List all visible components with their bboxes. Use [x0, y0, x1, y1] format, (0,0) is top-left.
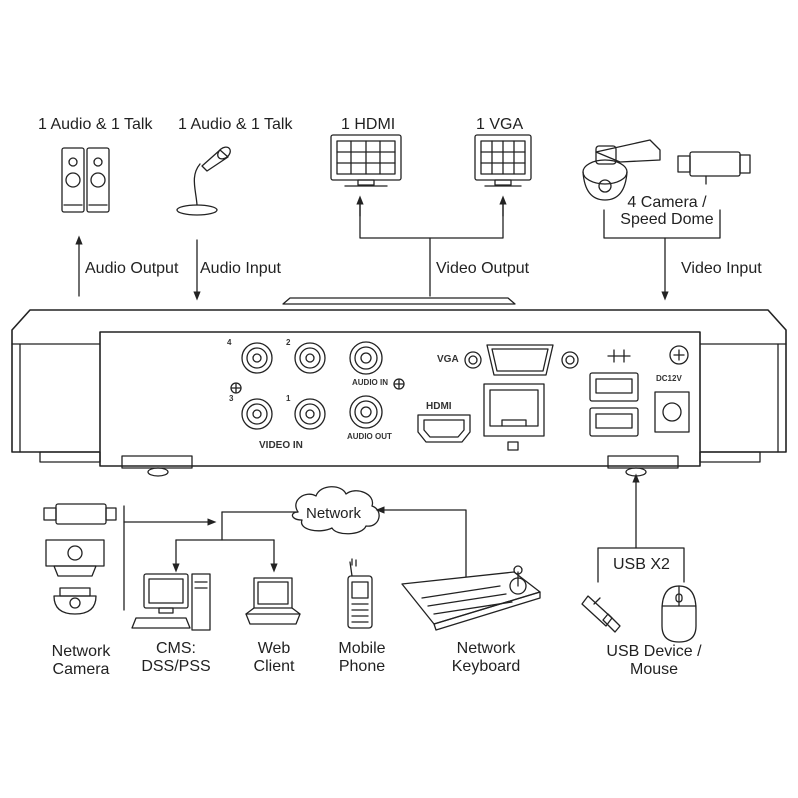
label-cms: CMS: DSS/PSS: [141, 640, 211, 675]
channel-1-label: 1: [286, 394, 291, 403]
speakers-icon: [61, 147, 110, 213]
label-hdmi: 1 HDMI: [341, 116, 396, 133]
label-network: Network: [306, 505, 362, 522]
video-in-bnc-ports: [230, 342, 326, 430]
camera-bracket: [603, 209, 721, 239]
network-cloud-icon: [291, 486, 380, 535]
audio-out-label: AUDIO OUT: [347, 432, 392, 441]
hdmi-monitor-icon: [330, 134, 402, 187]
network-keyboard-icon: [401, 565, 541, 631]
cms-computer-icon: [131, 573, 211, 631]
web-client-laptop-icon: [245, 577, 301, 625]
dc-power-label: DC12V: [656, 374, 682, 383]
channel-3-label: 3: [229, 394, 234, 403]
label-network-camera: Network Camera: [51, 643, 111, 678]
mobile-phone-icon: [347, 558, 373, 629]
label-audio-talk-output: 1 Audio & 1 Talk: [38, 116, 153, 133]
video-output-bracket: [359, 201, 504, 239]
label-video-input: Video Input: [681, 260, 762, 277]
channel-2-label: 2: [286, 338, 291, 347]
label-mobile-phone: Mobile Phone: [338, 640, 386, 675]
keyboard-network-line: [375, 506, 467, 585]
usb-bracket: [597, 547, 685, 583]
audio-in-label: AUDIO IN: [352, 378, 388, 387]
label-network-keyboard: Network Keyboard: [451, 640, 521, 675]
label-audio-input: Audio Input: [200, 260, 281, 277]
vga-port-label: VGA: [437, 354, 459, 365]
usb-stick-icon: [581, 595, 621, 633]
label-usb-device-mouse: USB Device / Mouse: [606, 643, 702, 678]
channel-4-label: 4: [227, 338, 232, 347]
mouse-icon: [661, 585, 697, 643]
label-web-client: Web Client: [253, 640, 295, 675]
ethernet-port: [483, 383, 545, 451]
vga-monitor-icon: [474, 134, 532, 187]
hdmi-port: [417, 414, 471, 443]
label-video-output: Video Output: [436, 260, 530, 277]
label-audio-output: Audio Output: [85, 260, 179, 277]
vga-port: [464, 344, 579, 376]
microphone-icon: [176, 146, 231, 216]
audio-rca-ports: [349, 341, 405, 429]
label-usb-x2: USB X2: [613, 556, 670, 573]
label-vga: 1 VGA: [476, 116, 524, 133]
box-camera-icon: [677, 151, 751, 185]
label-audio-talk-input: 1 Audio & 1 Talk: [178, 116, 293, 133]
video-in-label: VIDEO IN: [259, 440, 303, 451]
label-camera-speed-dome: 4 Camera / Speed Dome: [620, 194, 714, 228]
hdmi-port-label: HDMI: [426, 401, 452, 412]
network-camera-icons: [43, 503, 117, 615]
usb-ports: [589, 349, 639, 437]
speed-dome-camera-icon: [582, 139, 661, 201]
dc-power-port: [654, 345, 690, 433]
